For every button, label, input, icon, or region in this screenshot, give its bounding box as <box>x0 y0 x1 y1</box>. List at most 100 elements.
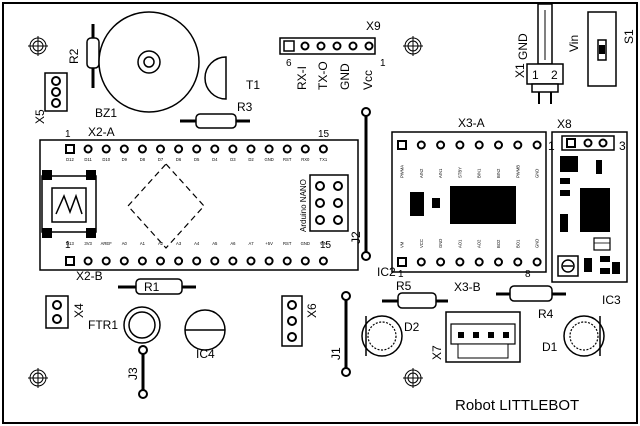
r3-label: R3 <box>237 100 253 114</box>
pin-pad <box>532 140 542 150</box>
j1-label: J1 <box>329 347 343 360</box>
pin-label: D5 <box>194 157 200 162</box>
pin-pad <box>282 144 292 154</box>
x9-pin-gnd: GND <box>338 63 352 90</box>
pin-pad <box>436 140 446 150</box>
x9-pin-vcc: Vcc <box>361 70 375 90</box>
pin-pad <box>397 257 407 267</box>
pin-label: AO2 <box>477 239 482 248</box>
pin-label: STBY <box>457 167 462 178</box>
pin-pad <box>416 257 426 267</box>
pin-pad <box>532 257 542 267</box>
pin-label: A4 <box>194 241 200 246</box>
pin-pad <box>210 256 220 266</box>
pin-label: D12 <box>66 157 74 162</box>
pin-label: D2 <box>248 157 254 162</box>
t1-label: T1 <box>246 78 260 92</box>
x5-label: X5 <box>33 109 47 124</box>
x6-label: X6 <box>305 303 319 318</box>
header-x6: X6 <box>281 295 319 347</box>
x9-pin6-label: 6 <box>286 58 292 69</box>
sensor-module-ic3: X8 1 3 IC3 <box>548 117 628 307</box>
d2-label: D2 <box>404 320 420 334</box>
pin-label: RST <box>283 241 292 246</box>
pin-pad <box>246 256 256 266</box>
r1-label: R1 <box>144 280 160 294</box>
pin-label: A7 <box>248 241 254 246</box>
s1-label: S1 <box>622 29 636 44</box>
pin-pad <box>228 144 238 154</box>
pin-pad <box>455 140 465 150</box>
header-x5: X5 <box>33 72 68 124</box>
usb-connector <box>41 170 97 238</box>
connector-x7: X7 <box>430 311 521 363</box>
pin-label: GND <box>301 241 310 246</box>
pin-pad <box>228 256 238 266</box>
pin-pad <box>192 144 202 154</box>
pin-label: PWMB <box>515 165 520 178</box>
pin-label: AO1 <box>457 239 462 248</box>
pin-label: AREF <box>101 241 113 246</box>
x3b-label: X3-B <box>454 280 481 294</box>
pin-label: D7 <box>158 157 164 162</box>
pin-pad <box>65 144 75 154</box>
x2b-label: X2-B <box>76 269 103 283</box>
pin-pad <box>156 144 165 154</box>
pin-pad <box>119 256 129 266</box>
mounting-hole <box>28 368 48 388</box>
led-d2: D2 <box>361 315 420 357</box>
pin-pad <box>318 256 328 266</box>
pin-label: GND <box>264 157 273 162</box>
pin-label: AIN2 <box>419 168 424 178</box>
arduino-nano-label: Arduino NANO <box>299 179 308 232</box>
pin-label: A1 <box>140 241 146 246</box>
pin-label: D6 <box>176 157 182 162</box>
pin-pad <box>65 256 75 266</box>
pin-label: +5V <box>265 241 273 246</box>
x9-pin-rx: RX-I <box>295 66 309 90</box>
switch-s1: S1 <box>587 11 636 87</box>
phototransistor-ftr1: FTR1 <box>88 306 161 344</box>
pin-label: AIN1 <box>438 168 443 178</box>
x2a-label: X2-A <box>88 125 115 139</box>
resistor-r2: R2 <box>67 24 100 88</box>
pin-label: RST <box>283 157 292 162</box>
pin-pad <box>174 144 184 154</box>
x1-pin1: 1 <box>532 68 539 82</box>
header-x9: X9 6 1 RX-I TX-O GND Vcc <box>279 19 386 90</box>
x9-label: X9 <box>366 19 381 33</box>
pin-label: A5 <box>212 241 218 246</box>
pin-label: PWMA <box>400 165 405 178</box>
x8-pin1: 1 <box>548 139 555 153</box>
r4-label: R4 <box>538 307 554 321</box>
x2b-pin1: 1 <box>65 240 71 251</box>
transistor-t1: T1 <box>204 56 260 100</box>
header-x4: X4 <box>45 295 86 329</box>
pin-label: GND <box>535 239 540 248</box>
x7-label: X7 <box>430 345 444 360</box>
pin-label: BIN2 <box>496 168 501 178</box>
jumper-j3: J3 <box>126 345 148 399</box>
j2-label: J2 <box>349 231 363 244</box>
pin-pad <box>416 140 426 150</box>
pin-label: VIN <box>320 241 327 246</box>
ic3-label: IC3 <box>602 293 621 307</box>
pin-pad <box>192 256 202 266</box>
x1-gnd-label: GND <box>516 33 530 60</box>
pin-pad <box>101 256 111 266</box>
pin-pad <box>300 144 310 154</box>
x9-pin1-label: 1 <box>380 58 386 69</box>
j3-label: J3 <box>126 367 140 380</box>
x8-label: X8 <box>557 117 572 131</box>
pin-pad <box>513 257 523 267</box>
led-d1: D1 <box>542 315 605 357</box>
pin-label: BO1 <box>515 239 520 248</box>
pin-pad <box>455 257 465 267</box>
pin-label: VCC <box>419 239 424 248</box>
